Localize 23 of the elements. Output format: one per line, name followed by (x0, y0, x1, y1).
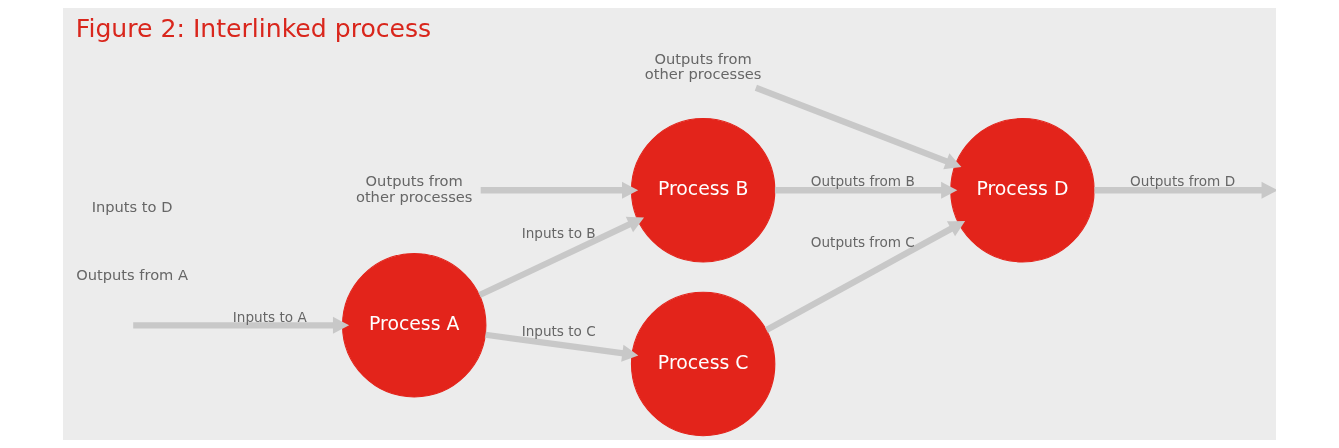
label: Inputs to D (91, 197, 173, 215)
arrow (775, 181, 958, 199)
edge-label: Inputs to C (521, 323, 596, 340)
edge-label: Inputs to A (232, 308, 307, 325)
arrow (485, 331, 639, 362)
node-text: Outputs from other processes (355, 172, 473, 205)
edge-label: Outputs from D (1130, 173, 1236, 190)
arrow (480, 181, 639, 199)
node-circle: Process A (342, 253, 487, 398)
edge-label: Outputs from C (810, 234, 915, 251)
arrow (1094, 181, 1276, 199)
arrow (764, 221, 966, 333)
arrow (133, 316, 350, 334)
node-circle: Process C (630, 291, 776, 437)
label: Outputs from A (76, 265, 189, 283)
edge-label: Outputs from B (810, 173, 915, 190)
node-text: Outputs from other processes (644, 49, 762, 83)
arrow (478, 216, 645, 298)
edge-label: Inputs to B (521, 224, 596, 241)
node-circle: Process D (950, 118, 1095, 263)
node-circle: Process B (630, 118, 776, 263)
arrow (754, 84, 962, 170)
diagram-title: Figure 2: Interlinked process (75, 13, 432, 43)
